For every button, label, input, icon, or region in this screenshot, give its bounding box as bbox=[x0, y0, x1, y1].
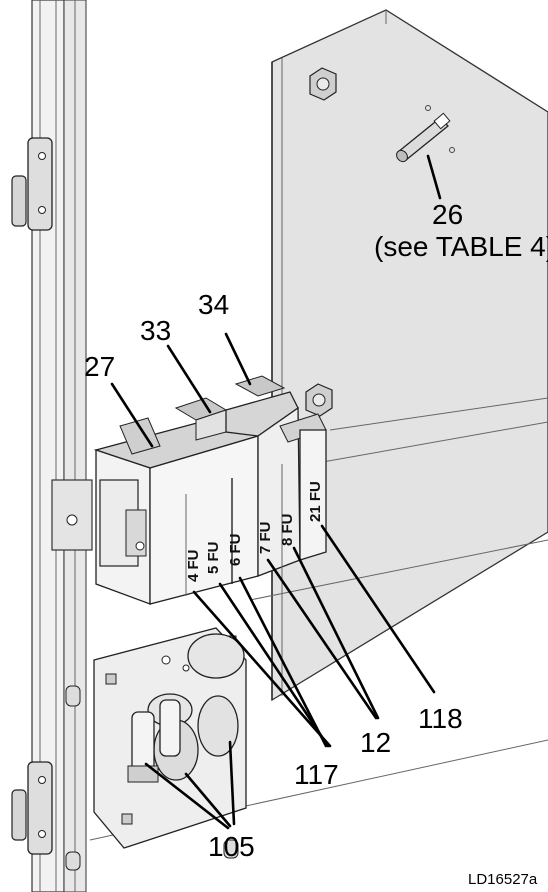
leader-lines bbox=[110, 154, 442, 830]
fuse-label-6: 6 FU bbox=[227, 533, 244, 566]
leader-105a bbox=[144, 762, 230, 830]
upper-door-hinge bbox=[11, 137, 53, 231]
callout-26-note: (see TABLE 4) bbox=[374, 231, 548, 262]
document-id: LD16527a bbox=[468, 871, 538, 888]
leader-12a bbox=[266, 558, 378, 720]
control-fuses-105 bbox=[127, 633, 245, 783]
callout-118: 118 bbox=[418, 703, 463, 734]
stud-pin-26 bbox=[396, 105, 455, 163]
leader-118 bbox=[320, 524, 436, 694]
fuse-block bbox=[51, 375, 327, 605]
leader-105c bbox=[228, 740, 236, 826]
callout-105: 105 bbox=[208, 831, 255, 862]
leader-12b bbox=[292, 546, 380, 720]
fuse-label-4: 4 FU bbox=[185, 549, 202, 582]
leader-34 bbox=[224, 332, 252, 386]
fuse-label-5: 5 FU bbox=[205, 541, 222, 574]
leader-105b bbox=[184, 772, 232, 828]
leader-117b bbox=[218, 582, 330, 748]
leader-117c bbox=[238, 576, 328, 748]
leader-26 bbox=[426, 154, 442, 200]
callout-117: 117 bbox=[294, 759, 339, 790]
fuse-label-7: 7 FU bbox=[257, 521, 274, 554]
callout-33: 33 bbox=[140, 315, 171, 346]
callout-12: 12 bbox=[360, 727, 391, 758]
fuse-position-labels: 4 FU 5 FU 6 FU 7 FU 8 FU 21 FU bbox=[185, 481, 324, 582]
fuse-holder-21 bbox=[279, 413, 327, 561]
fuse-holder-33 bbox=[149, 397, 259, 605]
leader-117a bbox=[192, 590, 332, 748]
lower-door-hinge bbox=[11, 761, 53, 855]
callout-26: 26 bbox=[432, 199, 463, 230]
door-frame bbox=[31, 0, 87, 892]
callout-34: 34 bbox=[198, 289, 229, 320]
cabinet-back-panel bbox=[89, 9, 548, 841]
leader-27 bbox=[110, 382, 154, 448]
middle-panel-nut bbox=[305, 383, 333, 417]
callout-labels: 26 (see TABLE 4) 27 33 34 117 12 118 105 bbox=[84, 199, 548, 862]
leader-33 bbox=[166, 344, 212, 414]
fuse-label-8: 8 FU bbox=[279, 513, 296, 546]
upper-panel-nut bbox=[309, 67, 337, 101]
callout-27: 27 bbox=[84, 351, 115, 382]
fuse-label-21: 21 FU bbox=[307, 481, 324, 522]
